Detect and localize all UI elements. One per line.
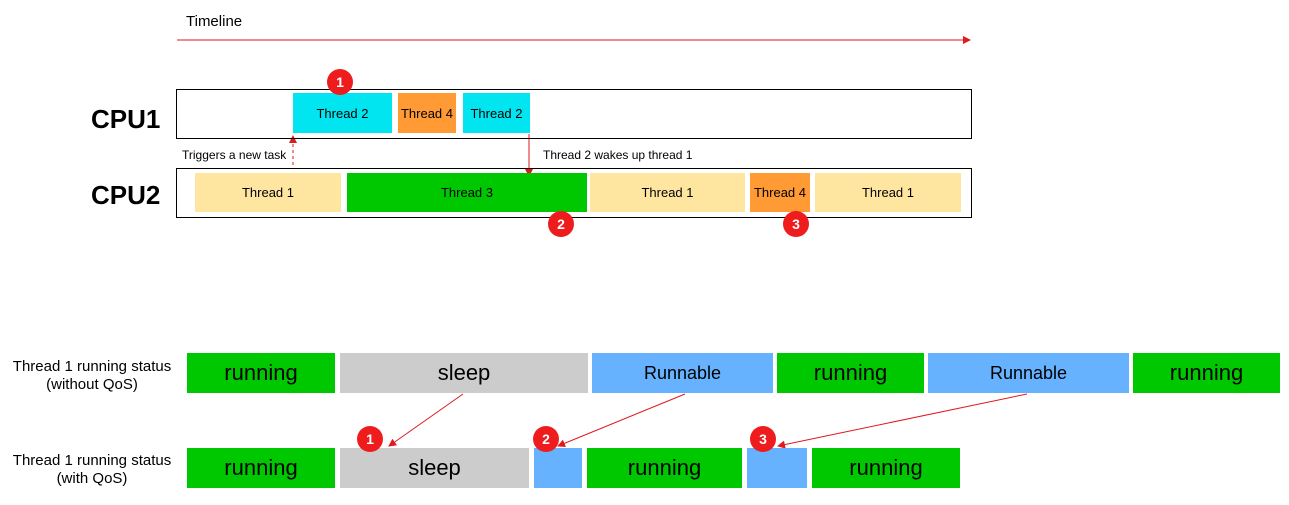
badge-1: 1 <box>327 69 353 95</box>
status-block-sleep: sleep <box>340 353 588 393</box>
cpu1-block-thread4: Thread 4 <box>398 93 456 133</box>
cpu2-track <box>176 168 972 218</box>
cpu2-block-thread3: Thread 3 <box>347 173 587 212</box>
cpu1-block-thread2: Thread 2 <box>463 93 530 133</box>
cpu2-label: CPU2 <box>91 180 161 210</box>
status-with-qos-label-line2: (with QoS) <box>56 470 128 487</box>
status-block-running: running <box>587 448 742 488</box>
status-without-qos-label-line2: (without QoS) <box>46 376 138 393</box>
status-block-running: running <box>1133 353 1280 393</box>
badge-3: 3 <box>750 426 776 452</box>
badge-2: 2 <box>548 211 574 237</box>
badge-3: 3 <box>783 211 809 237</box>
wake-annotation: Thread 2 wakes up thread 1 <box>543 148 693 162</box>
qos-arrow-3 <box>777 393 1028 449</box>
cpu2-block-thread1: Thread 1 <box>195 173 341 212</box>
status-block-sleep: sleep <box>340 448 529 488</box>
status-block-runnable <box>747 448 807 488</box>
cpu1-block-thread2: Thread 2 <box>293 93 392 133</box>
cpu2-block-thread1: Thread 1 <box>815 173 961 212</box>
status-without-qos-label-line1: Thread 1 running status <box>12 358 172 375</box>
status-block-running: running <box>777 353 924 393</box>
status-without-qos-label: Thread 1 running status (without QoS) <box>0 358 184 394</box>
status-block-running: running <box>187 448 335 488</box>
cpu2-block-thread1: Thread 1 <box>590 173 745 212</box>
cpu1-label: CPU1 <box>91 104 161 134</box>
trigger-annotation: Triggers a new task <box>182 148 287 162</box>
status-with-qos-label: Thread 1 running status (with QoS) <box>0 452 184 488</box>
status-with-qos-label-line1: Thread 1 running status <box>12 452 172 469</box>
status-block-running: running <box>812 448 960 488</box>
status-block-runnable <box>534 448 582 488</box>
badge-2: 2 <box>533 426 559 452</box>
status-block-running: running <box>187 353 335 393</box>
status-block-runnable: Runnable <box>592 353 773 393</box>
status-block-runnable: Runnable <box>928 353 1129 393</box>
qos-arrow-1 <box>388 393 464 447</box>
cpu2-block-thread4: Thread 4 <box>750 173 810 212</box>
qos-arrow-2 <box>557 393 686 448</box>
cpu1-track <box>176 89 972 139</box>
timeline-label: Timeline <box>186 13 243 30</box>
badge-1: 1 <box>357 426 383 452</box>
